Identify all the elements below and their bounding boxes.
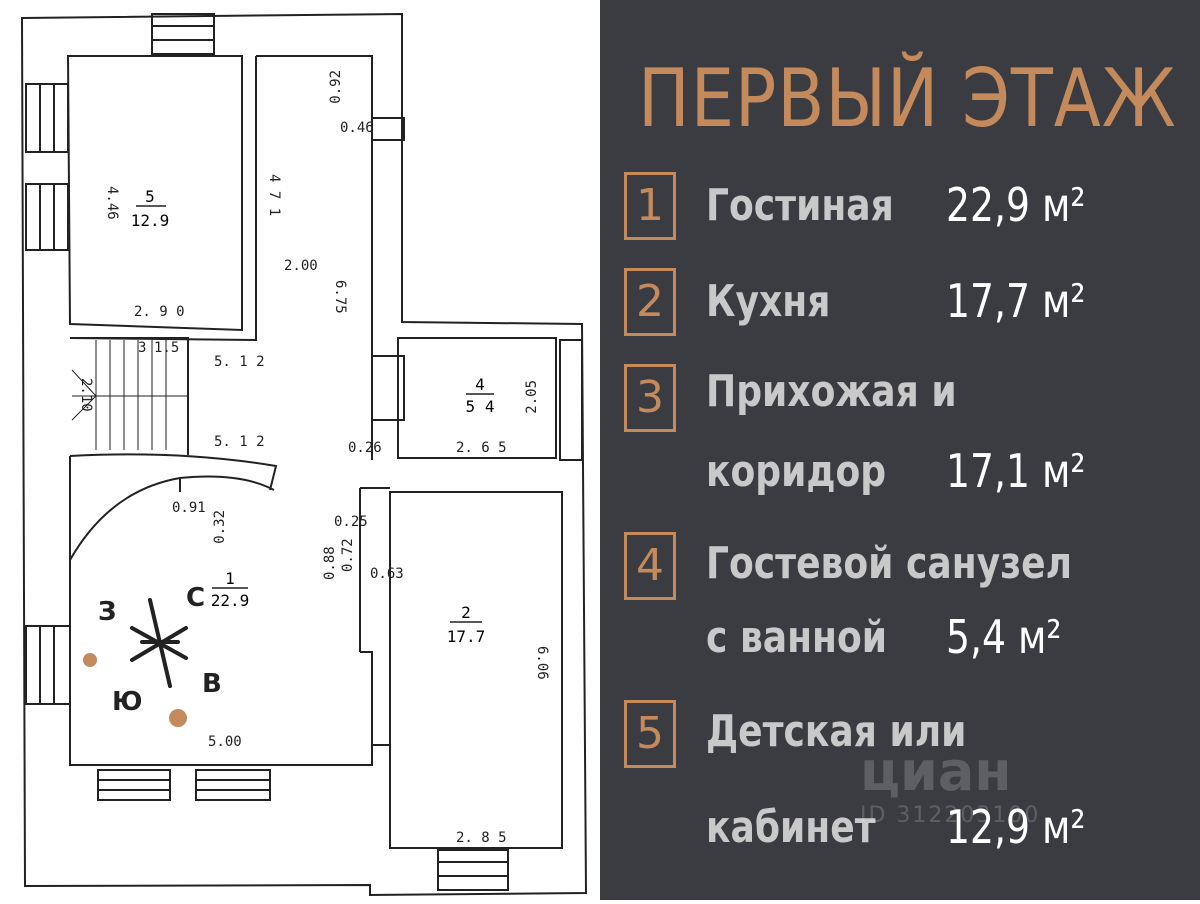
room-1-walls [69, 456, 373, 766]
dim-2-00: 2.00 [284, 258, 318, 274]
window-right-3 [559, 339, 583, 461]
window-bottom-2 [195, 769, 271, 801]
stair-steps [71, 340, 188, 450]
watermark-logo: циан [860, 740, 1012, 803]
room-2-walls [359, 487, 563, 849]
compass-north: С [186, 583, 205, 613]
dim-5-12a: 5. 1 2 [214, 354, 265, 370]
room-4-area: 5 4 [466, 397, 495, 416]
compass [130, 598, 188, 688]
floor-plan-drawing: 5 12.9 4 5 4 1 22.9 2 17.7 4.46 2. 9 0 4… [20, 12, 588, 897]
dim-2-10: 2.10 [78, 378, 94, 412]
room-name-3-line1: Прихожая и [706, 366, 957, 417]
room-1-num: 1 [225, 569, 235, 588]
room-number-5: 5 [624, 700, 676, 768]
dim-0-26: 0.26 [348, 440, 382, 456]
room-area-4: 5,4 м² [946, 610, 1062, 664]
dim-0-63: 0.63 [370, 566, 404, 582]
room-name-4-line1: Гостевой санузел [706, 538, 1073, 589]
dim-2-90: 2. 9 0 [134, 304, 185, 320]
room-4-num: 4 [475, 375, 485, 394]
room-number-3: 3 [624, 364, 676, 432]
room-number-1: 1 [624, 172, 676, 240]
dim-0-32: 0.32 [212, 510, 228, 544]
dim-0-88: 0.88 [322, 546, 338, 580]
room-name-3-line2: коридор [706, 446, 887, 497]
floor-plan: 5 12.9 4 5 4 1 22.9 2 17.7 4.46 2. 9 0 4… [0, 0, 600, 900]
room-name-5-line1: Детская или [706, 706, 967, 757]
compass-south: Ю [112, 687, 143, 717]
dim-0-72: 0.72 [340, 538, 356, 572]
room-area-3: 17,1 м² [946, 444, 1086, 498]
dim-3: 3 [138, 340, 146, 356]
outer-wall [20, 12, 588, 897]
room-5-walls [66, 55, 243, 332]
room-name-2: Кухня [706, 276, 831, 327]
dim-4-71: 4 7 1 [266, 174, 282, 216]
window-right-1 [371, 117, 405, 141]
dim-6-06: 6.06 [534, 646, 550, 680]
window-bottom-3 [437, 849, 509, 891]
room-name-5-line2: кабинет [706, 802, 876, 853]
room-1-area: 22.9 [211, 591, 250, 610]
window-left-1 [25, 83, 69, 153]
compass-east: В [202, 669, 222, 699]
room-area-5: 12,9 м² [946, 800, 1086, 854]
dim-0-91: 0.91 [172, 500, 206, 516]
corridor-walls [69, 55, 373, 460]
room-area-1: 22,9 м² [946, 178, 1086, 232]
room-2-num: 2 [461, 603, 471, 622]
room-2-area: 17.7 [447, 627, 486, 646]
room-5-num: 5 [145, 187, 155, 206]
watermark: циан ID 312203100 [860, 740, 1040, 828]
window-right-2 [371, 355, 405, 421]
window-top [151, 13, 215, 55]
room-5-area: 12.9 [131, 211, 170, 230]
watermark-id: ID 312203100 [860, 803, 1041, 828]
sun-icon [83, 653, 187, 727]
dim-4-46: 4.46 [104, 186, 120, 220]
panel-title: ПЕРВЫЙ ЭТАЖ [638, 52, 1177, 145]
room-number-4: 4 [624, 532, 676, 600]
dim-5-00: 5.00 [208, 734, 242, 750]
compass-west: З [98, 597, 116, 627]
dim-2-05: 2.05 [524, 380, 540, 414]
dim-0-92: 0.92 [328, 70, 344, 104]
room-4-walls [397, 337, 557, 459]
partition [69, 453, 278, 491]
window-bottom-1 [97, 769, 171, 801]
room-area-2: 17,7 м² [946, 274, 1086, 328]
window-left-3 [25, 625, 71, 705]
dim-2-65: 2. 6 5 [456, 440, 507, 456]
dim-1-5: 1.5 [154, 340, 179, 356]
dim-5-12b: 5. 1 2 [214, 434, 265, 450]
door-arc [69, 475, 275, 561]
dim-0-25: 0.25 [334, 514, 368, 530]
stair-walls [70, 337, 189, 455]
room-name-1: Гостиная [706, 180, 894, 231]
room-name-4-line2: с ванной [706, 612, 888, 663]
dim-6-75: 6.75 [332, 280, 348, 314]
dim-2-85: 2. 8 5 [456, 830, 507, 846]
legend-panel: ПЕРВЫЙ ЭТАЖ 1 Гостиная 22,9 м² 2 Кухня 1… [600, 0, 1200, 900]
room-number-2: 2 [624, 268, 676, 336]
dim-0-46: 0.46 [340, 120, 374, 136]
window-left-2 [25, 183, 69, 251]
